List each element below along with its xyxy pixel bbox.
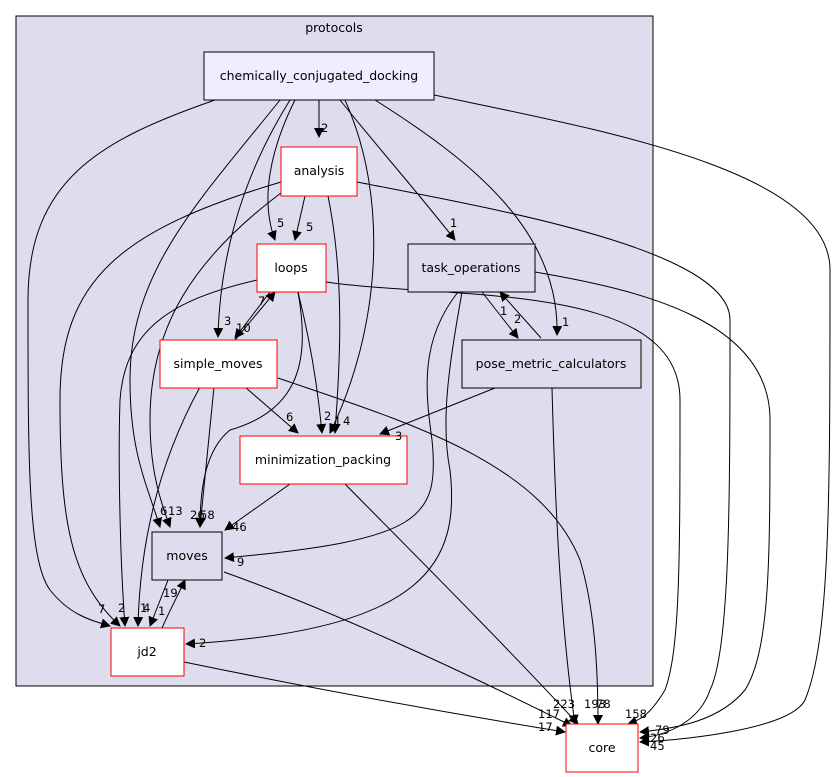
node-label: jd2 [136,644,156,659]
edge-label: 1 [500,304,507,318]
node-analysis[interactable]: analysis [280,146,358,197]
edge-label: 1 [140,601,147,615]
edge-label: 7 [98,602,105,616]
edge-label: 46 [232,520,247,534]
edge-loops-minimization [297,291,327,434]
edge-label: 26 [190,508,205,522]
edge-loops-core [325,281,681,726]
node-pose-metric-calculators[interactable]: pose_metric_calculators [461,339,642,389]
edge-ccd-pose-metric [374,99,563,336]
edge-analysis-jd2 [59,181,282,627]
edge-label: 2 [199,636,206,650]
edge-label: 1 [450,216,457,230]
node-simple-moves[interactable]: simple_moves [159,339,278,389]
edge-loops-simple-moves [234,291,271,339]
edge-jd2-moves [161,579,186,629]
edges [27,94,831,747]
edge-label: 6 [286,410,293,424]
node-label: simple_moves [174,356,263,371]
node-moves[interactable]: moves [151,531,223,581]
edge-analysis-moves [149,189,286,528]
edge-task-ops-pose-metric [481,291,519,339]
edge-label: 1 [158,604,165,618]
edge-label: 3 [224,314,231,328]
edge-ccd-simple-moves [213,99,291,338]
edge-loops-moves [195,291,303,528]
edge-label: 3 [395,429,402,443]
edge-moves-jd2 [148,579,169,627]
edge-ccd-task-operations [339,99,456,241]
edge-pose-metric-minimization [379,387,496,436]
edge-simple-moves-core [277,377,603,725]
edge-label: 5 [306,220,313,234]
edge-moves-core [223,571,573,727]
edge-label: 2 [118,601,125,615]
edge-label: 19 [163,586,178,600]
edge-label: 2 [324,409,331,423]
edge-label: 5 [277,216,284,230]
edge-labels: 2 1 1 7 6 13 45 5 3 4 5 1 26 10 2 58 1 1… [98,121,670,753]
cluster-label: protocols [305,20,363,35]
edge-label: 7 [258,294,265,308]
edge-analysis-core [356,181,731,743]
edge-label: 6 [160,504,167,518]
edge-label: 223 [553,697,575,711]
edge-simple-moves-loops [234,291,276,341]
edge-label: 158 [625,707,647,721]
node-label: minimization_packing [255,452,391,467]
node-ccd[interactable]: chemically_conjugated_docking [203,51,435,101]
edge-minimization-moves [224,483,291,531]
edge-label: 2 [514,312,521,326]
node-loops[interactable]: loops [256,243,327,293]
edge-label: 78 [596,697,611,711]
edge-task-ops-core [534,271,771,737]
node-label: moves [166,548,207,563]
edge-analysis-minimization [327,195,341,434]
edge-minimization-core [344,483,579,725]
edge-label: 26 [650,731,665,745]
edge-ccd-loops [267,99,296,241]
edge-ccd-core [433,94,831,747]
edge-simple-moves-minimization [244,386,299,434]
edge-label: 10 [236,321,251,335]
edge-ccd-minimization [329,99,375,434]
edge-analysis-loops [292,195,306,241]
node-minimization-packing[interactable]: minimization_packing [239,435,408,485]
edge-label: 13 [168,504,183,518]
edge-label: 117 [538,707,560,721]
edge-label: 79 [655,723,670,737]
edge-loops-jd2 [118,279,258,627]
edge-task-ops-jd2 [185,291,463,649]
node-jd2[interactable]: jd2 [110,627,185,677]
edge-pose-metric-task-ops [499,291,542,339]
edge-label: 17 [538,720,553,734]
edge-simple-moves-jd2 [133,386,201,627]
node-label: loops [274,260,307,275]
node-task-operations[interactable]: task_operations [407,243,536,293]
edge-ccd-moves [129,99,281,528]
node-label: task_operations [421,260,520,275]
node-label: core [588,740,615,755]
edge-label: 1 [562,315,569,329]
edge-label: 45 [650,739,665,753]
edge-label: 9 [237,555,244,569]
edge-task-ops-moves [224,291,459,563]
node-label: pose_metric_calculators [476,356,627,371]
edge-pose-metric-core [551,387,579,725]
edge-label: 1 [334,414,341,428]
node-label: chemically_conjugated_docking [220,68,419,83]
edge-simple-moves-moves [195,386,215,528]
edge-label: 4 [343,414,350,428]
node-label: analysis [294,163,345,178]
edge-label: 4 [143,601,150,615]
edge-label: 2 [321,121,328,135]
edge-ccd-jd2 [27,99,216,629]
edge-jd2-core [183,661,566,736]
edge-label: 58 [200,508,215,522]
node-core[interactable]: core [565,723,639,773]
edge-label: 193 [584,697,606,711]
